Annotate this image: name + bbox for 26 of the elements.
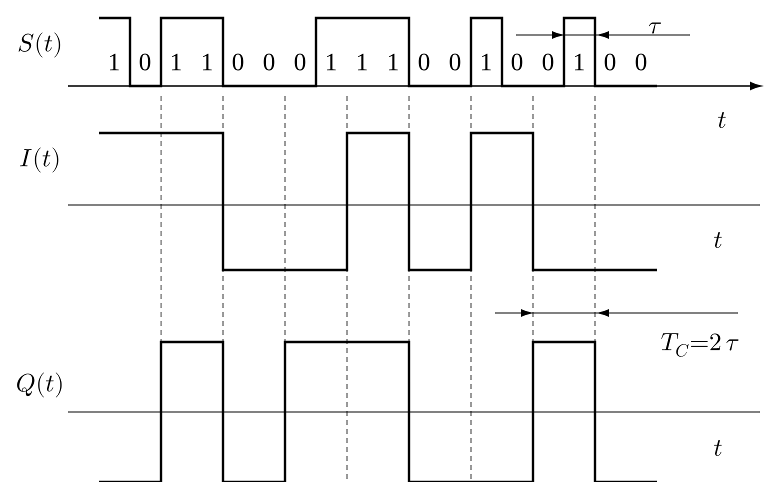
bit-value: 0 xyxy=(232,54,244,70)
bit-value: 1 xyxy=(326,54,336,70)
bit-value: 1 xyxy=(574,54,584,70)
signal-label: $Q(t)$ xyxy=(17,372,62,398)
bit-value: 0 xyxy=(418,54,430,70)
bit-value: 1 xyxy=(388,54,398,70)
signal-label: $\tau$ xyxy=(648,22,662,34)
bit-value: 0 xyxy=(140,54,150,70)
bit-value: 0 xyxy=(264,54,274,70)
signal-label: $t$ xyxy=(714,232,722,248)
bit-value: 0 xyxy=(512,54,522,70)
signal-label: $T_C{=}2\,\tau$ xyxy=(661,333,739,357)
bit-value: 0 xyxy=(450,54,460,70)
signal-label: $t$ xyxy=(714,440,722,456)
signal-label: $t$ xyxy=(718,112,726,128)
bit-value: 1 xyxy=(172,54,181,70)
bit-value: 0 xyxy=(542,54,554,70)
bit-value: 1 xyxy=(202,54,212,70)
bit-value: 0 xyxy=(294,54,306,70)
bit-value: 1 xyxy=(110,54,119,70)
bit-value: 1 xyxy=(358,54,367,70)
bit-value: 0 xyxy=(604,54,616,70)
signal-label: $I(t)$ xyxy=(20,148,58,172)
signal-label: $S(t)$ xyxy=(18,32,60,58)
bit-value: 0 xyxy=(636,54,646,70)
bit-value: 1 xyxy=(482,54,491,70)
